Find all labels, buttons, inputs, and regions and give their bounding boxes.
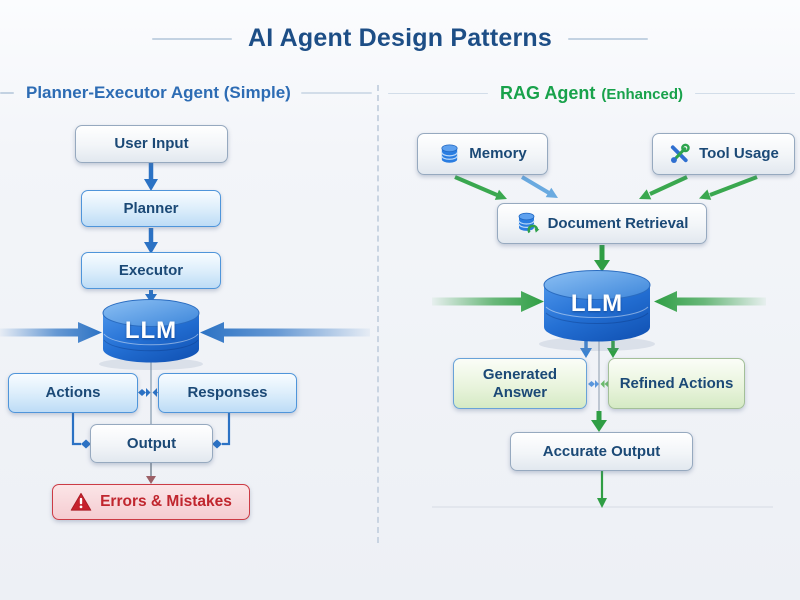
left-panel-header: Planner-Executor Agent (Simple) [0, 83, 372, 103]
node-generated-answer-label: Generated Answer [482, 366, 558, 401]
node-planner-label: Planner [123, 199, 179, 217]
arrow-actions-inward [138, 388, 151, 397]
right-panel-header: RAG Agent (Enhanced) [388, 83, 796, 104]
node-refined-actions: Refined Actions [608, 358, 745, 409]
node-responses-label: Responses [187, 384, 268, 402]
node-accurate-output: Accurate Output [510, 432, 693, 471]
node-planner: Planner [81, 190, 221, 227]
arrow-toolusage-to-docretrieval-1 [639, 175, 688, 200]
arrow-generated-answer-inward [588, 380, 599, 388]
database-refresh-icon [516, 212, 540, 236]
title-row: AI Agent Design Patterns [0, 24, 800, 53]
node-executor: Executor [81, 252, 221, 289]
node-document-retrieval: Document Retrieval [497, 203, 707, 244]
node-memory-label: Memory [469, 145, 527, 163]
arrow-output-to-errors [146, 463, 156, 484]
node-output: Output [90, 424, 213, 463]
arrow-left-into-llm [0, 322, 102, 343]
title-rule-left [152, 37, 233, 40]
arrow-planner-to-executor [144, 228, 158, 254]
node-refined-actions-label: Refined Actions [619, 374, 734, 392]
node-memory: Memory [417, 133, 548, 175]
arrow-llm-to-generated-answer [580, 341, 592, 358]
arrow-user-input-to-planner [144, 163, 158, 191]
arrow-right-into-llm [200, 322, 370, 343]
warning-triangle-icon [70, 492, 92, 512]
node-user-input-label: User Input [114, 135, 189, 153]
connector-actions-to-output [71, 413, 91, 449]
left-panel-title: Planner-Executor Agent (Simple) [26, 83, 291, 102]
right-header-rule-end [695, 92, 796, 95]
node-llm-left: LLM [103, 317, 199, 344]
database-icon [438, 143, 461, 166]
node-tool-usage-label: Tool Usage [699, 145, 779, 163]
page-title: AI Agent Design Patterns [248, 24, 552, 52]
node-errors-mistakes: Errors & Mistakes [52, 484, 250, 520]
arrow-memory-to-docretrieval-green [454, 175, 507, 200]
llm-cylinder-right [539, 270, 655, 351]
arrow-llm-to-refined-actions [607, 341, 619, 358]
arrow-left-into-llm-right [432, 291, 544, 312]
panel-divider [377, 85, 379, 543]
right-panel-title-qualifier: (Enhanced) [601, 86, 684, 103]
left-header-rule-end [300, 92, 372, 94]
node-llm-right-label: LLM [570, 290, 624, 317]
right-panel-title: RAG Agent [500, 83, 596, 103]
node-responses: Responses [158, 373, 297, 413]
arrow-docretrieval-to-llm [594, 245, 610, 272]
right-header-rule-start [388, 92, 488, 95]
arrow-toolusage-to-docretrieval-2 [699, 175, 758, 200]
node-tool-usage: Tool Usage [652, 133, 795, 175]
arrow-memory-to-docretrieval-blue [520, 175, 558, 198]
node-user-input: User Input [75, 125, 228, 163]
node-generated-answer: Generated Answer [453, 358, 587, 409]
node-actions: Actions [8, 373, 138, 413]
connector-responses-to-output [212, 413, 231, 449]
arrow-to-accurate-output [591, 411, 607, 432]
node-accurate-output-label: Accurate Output [542, 442, 661, 460]
node-llm-right: LLM [544, 290, 650, 317]
arrow-executor-to-llm [145, 290, 157, 303]
title-rule-right [567, 37, 648, 40]
left-header-rule-start [0, 92, 14, 94]
node-actions-label: Actions [45, 384, 101, 402]
node-document-retrieval-label: Document Retrieval [547, 214, 689, 232]
tools-icon [668, 143, 691, 166]
node-executor-label: Executor [118, 261, 184, 279]
node-llm-left-label: LLM [124, 317, 178, 344]
node-output-label: Output [126, 434, 177, 452]
node-errors-mistakes-label: Errors & Mistakes [100, 493, 232, 511]
arrow-right-into-llm-right [654, 291, 766, 312]
llm-cylinder-left [99, 299, 203, 370]
arrow-accurate-output-down [597, 470, 607, 508]
